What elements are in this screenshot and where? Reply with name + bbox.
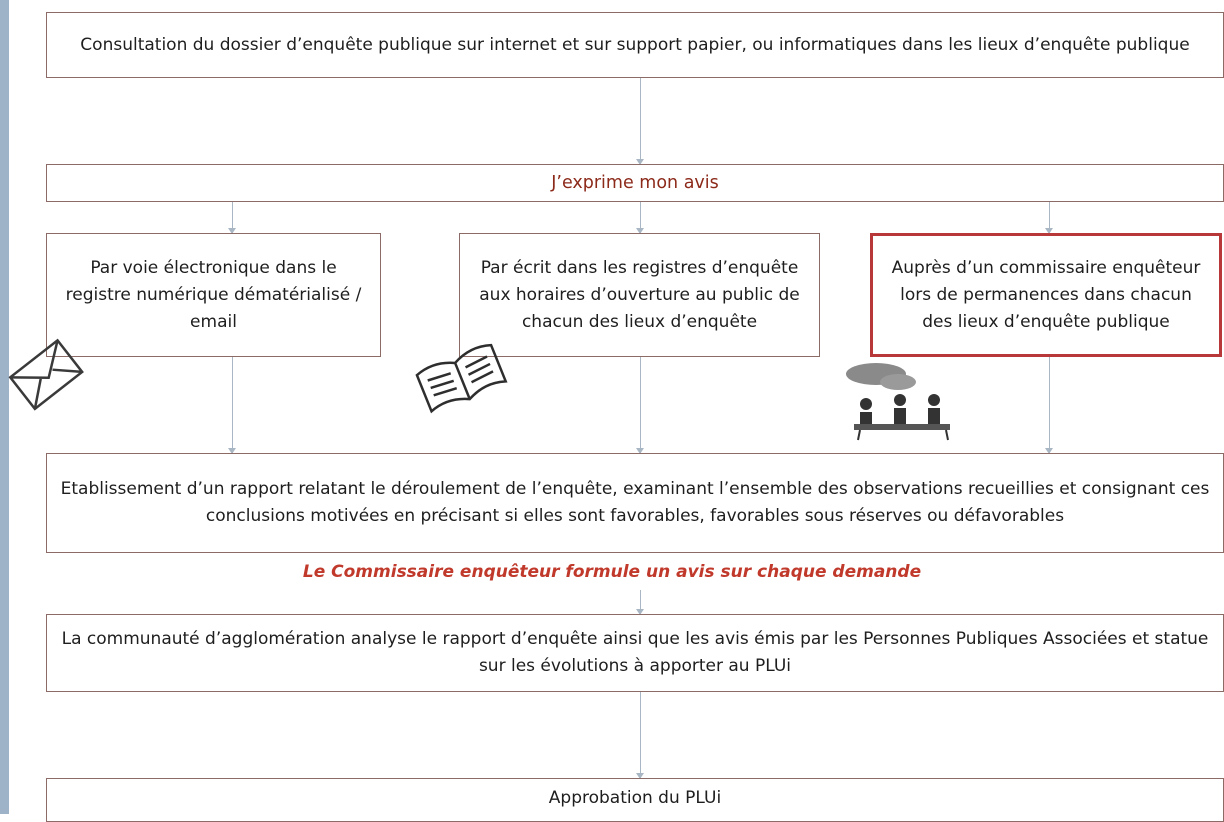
node-commissaire-text: Auprès d’un commissaire enquêteur lors d… — [891, 257, 1201, 332]
arrow-exprime-to-commissaire — [1045, 202, 1053, 234]
envelope-icon — [8, 338, 84, 411]
node-consultation-text: Consultation du dossier d’enquête publiq… — [80, 34, 1190, 55]
node-commissaire: Auprès d’un commissaire enquêteur lors d… — [870, 233, 1222, 357]
node-exprime-avis-text: J’exprime mon avis — [551, 172, 719, 193]
node-exprime-avis: J’exprime mon avis — [46, 164, 1224, 202]
node-voie-electronique: Par voie électronique dans le registre n… — [46, 233, 381, 357]
arrow-exprime-to-electronique — [228, 202, 236, 234]
node-approbation: Approbation du PLUi — [46, 778, 1224, 822]
left-edge-strip — [0, 0, 9, 814]
arrow-communaute-to-approbation — [636, 692, 644, 779]
node-communaute: La communauté d’agglomération analyse le… — [46, 614, 1224, 692]
node-consultation: Consultation du dossier d’enquête publiq… — [46, 12, 1224, 78]
node-voie-electronique-text: Par voie électronique dans le registre n… — [65, 257, 362, 332]
arrow-consultation-to-exprime — [636, 78, 644, 165]
arrow-electronique-to-rapport — [228, 357, 236, 454]
people-meeting-icon — [846, 363, 950, 441]
arrow-note-to-communaute — [636, 590, 644, 615]
open-book-icon — [415, 343, 508, 414]
node-par-ecrit-text: Par écrit dans les registres d’enquête a… — [479, 257, 800, 332]
arrow-commissaire-to-rapport — [1045, 357, 1053, 454]
arrow-exprime-to-ecrit — [636, 202, 644, 234]
commissaire-avis-note: Le Commissaire enquêteur formule un avis… — [302, 562, 922, 582]
node-communaute-text: La communauté d’agglomération analyse le… — [61, 629, 1209, 676]
node-rapport: Etablissement d’un rapport relatant le d… — [46, 453, 1224, 553]
node-approbation-text: Approbation du PLUi — [548, 788, 722, 808]
arrow-ecrit-to-rapport — [636, 357, 644, 454]
node-par-ecrit: Par écrit dans les registres d’enquête a… — [459, 233, 820, 357]
node-rapport-text: Etablissement d’un rapport relatant le d… — [60, 479, 1210, 526]
